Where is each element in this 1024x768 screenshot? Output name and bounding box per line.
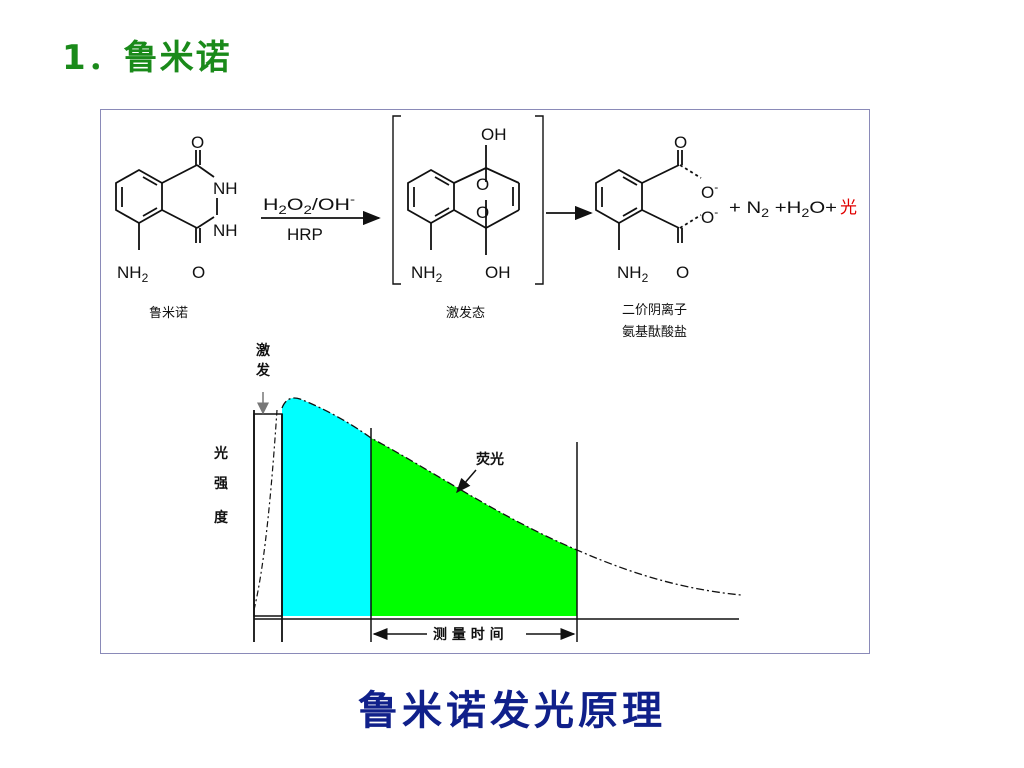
- slide-title: 1．鲁米诺: [62, 38, 232, 78]
- dianion-o-minus-1: O-: [701, 180, 718, 202]
- dianion-oxygen-top: O: [674, 133, 687, 152]
- excited-state-structure: [407, 145, 520, 255]
- luminol-nh-top: NH: [213, 179, 238, 198]
- excited-peroxide-o1: O: [476, 175, 489, 194]
- slide-caption: 鲁米诺发光原理: [358, 687, 666, 734]
- emission-curve: [281, 397, 742, 596]
- luminol-label: 鲁米诺: [149, 306, 188, 321]
- excited-oh-top: OH: [481, 125, 507, 144]
- product-label-line1: 二价阴离子: [622, 302, 687, 318]
- excited-peroxide-o2: O: [476, 203, 489, 222]
- luminol-oxygen-bottom: O: [192, 263, 205, 282]
- green-area: [371, 438, 577, 616]
- dianion-nh2-group: NH2: [617, 263, 649, 285]
- dianion-structure: [595, 150, 702, 250]
- luminol-nh-bottom: NH: [213, 221, 238, 240]
- y-axis-label-3: 度: [214, 509, 229, 526]
- excited-state-bracket: [392, 115, 544, 285]
- measure-time-label: 测 量 时 间: [433, 626, 504, 643]
- excitation-label-1: 激: [256, 342, 270, 359]
- excited-nh2-group: NH2: [411, 263, 443, 285]
- excitation-rise: [253, 409, 278, 611]
- light-word: 光: [840, 198, 857, 218]
- luminol-structure: [115, 150, 218, 250]
- cyan-area: [282, 398, 371, 616]
- y-axis-label-2: 强: [214, 476, 228, 492]
- excitation-label-2: 发: [255, 362, 271, 379]
- luminol-oxygen-top: O: [191, 133, 204, 152]
- luminol-nh2-group: NH2: [117, 263, 149, 285]
- excited-state-label: 激发态: [446, 305, 485, 321]
- y-axis-label-1: 光: [213, 445, 228, 462]
- emission-plot: [253, 392, 742, 642]
- reagent-bottom: HRP: [287, 225, 323, 244]
- fluorescence-label: 荧光: [476, 451, 504, 468]
- excited-oh-bottom: OH: [485, 263, 511, 282]
- dianion-oxygen-bottom: O: [676, 263, 689, 282]
- dianion-o-minus-2: O-: [701, 205, 718, 227]
- fluorescence-arrow: [456, 469, 477, 494]
- excitation-pulse: [253, 413, 283, 617]
- product-label-line2: 氨基酞酸盐: [622, 325, 687, 340]
